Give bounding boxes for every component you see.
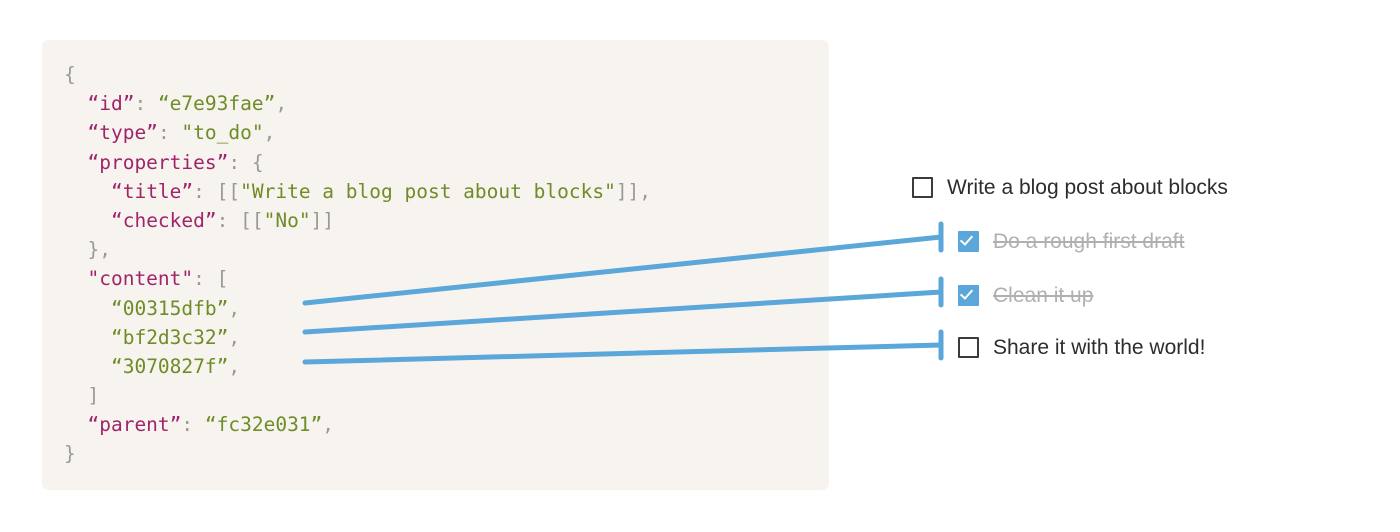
- code-token-key: “type”: [87, 121, 158, 145]
- code-token-punct: : [[: [193, 179, 241, 203]
- code-token-punct: },: [87, 238, 111, 262]
- todo-item[interactable]: Share it with the world!: [958, 332, 1205, 362]
- todo-item[interactable]: Write a blog post about blocks: [912, 172, 1228, 202]
- code-token-key: “properties”: [87, 150, 229, 174]
- checkbox-checked-icon[interactable]: [958, 230, 979, 252]
- code-token-key: “parent”: [87, 413, 182, 437]
- code-token-punct: : {: [228, 150, 264, 174]
- code-token-string: “e7e93fae”: [157, 92, 276, 116]
- code-token-string: "to_do": [181, 121, 264, 145]
- code-token-string: “00315dfb”: [110, 296, 229, 320]
- code-line: “bf2d3c32”,: [64, 323, 651, 352]
- code-token-string: "No": [263, 208, 311, 232]
- code-token-string: "Write a blog post about blocks": [240, 179, 616, 203]
- code-token-punct: :: [157, 121, 182, 145]
- code-token-punct: ,: [228, 325, 241, 349]
- code-token-punct: ,: [263, 121, 276, 145]
- todo-item[interactable]: Do a rough first draft: [958, 226, 1184, 256]
- code-token-key: "content": [87, 267, 194, 291]
- checkmark-icon: [959, 285, 973, 300]
- todo-item-label: Do a rough first draft: [993, 229, 1185, 253]
- code-token-string: “bf2d3c32”: [110, 325, 229, 349]
- code-token-key: “title”: [110, 179, 194, 203]
- code-token-punct: ,: [228, 296, 241, 320]
- code-token-key: “id”: [87, 92, 135, 116]
- code-line: “type”: "to_do",: [64, 118, 651, 147]
- code-token-punct: ,: [322, 413, 335, 437]
- code-line: “parent”: “fc32e031”,: [64, 410, 651, 439]
- code-token-punct: ]],: [615, 179, 652, 203]
- checkmark-icon: [959, 231, 973, 246]
- code-line: {: [64, 60, 651, 89]
- checkbox-checked-icon[interactable]: [958, 284, 979, 306]
- code-token-punct: :: [134, 92, 158, 116]
- code-token-punct: ,: [228, 354, 241, 378]
- code-line: }: [64, 439, 651, 468]
- code-token-punct: }: [64, 442, 76, 466]
- code-token-key: “checked”: [110, 208, 217, 232]
- code-token-punct: ]]: [310, 208, 335, 232]
- todo-item[interactable]: Clean it up: [958, 280, 1093, 310]
- code-token-punct: : [: [193, 267, 229, 291]
- code-line: ]: [64, 381, 651, 410]
- code-line: “00315dfb”,: [64, 294, 651, 323]
- code-token-string: “fc32e031”: [204, 413, 323, 437]
- code-line: “id”: “e7e93fae”,: [64, 89, 651, 118]
- code-token-string: “3070827f”: [110, 354, 229, 378]
- code-line: "content": [: [64, 264, 651, 293]
- json-code-panel: { “id”: “e7e93fae”, “type”: "to_do", “pr…: [42, 40, 829, 490]
- checkbox-unchecked-icon[interactable]: [912, 176, 933, 198]
- code-line: “title”: [["Write a blog post about bloc…: [64, 177, 651, 206]
- code-line: },: [64, 235, 651, 264]
- code-token-punct: ,: [275, 92, 288, 116]
- checkbox-unchecked-icon[interactable]: [958, 336, 979, 358]
- code-line: “3070827f”,: [64, 352, 651, 381]
- json-code-block: { “id”: “e7e93fae”, “type”: "to_do", “pr…: [64, 60, 651, 469]
- todo-item-label: Write a blog post about blocks: [947, 175, 1228, 199]
- todo-item-label: Clean it up: [993, 283, 1094, 307]
- todo-item-label: Share it with the world!: [993, 335, 1206, 359]
- code-token-punct: ]: [87, 384, 100, 408]
- code-token-punct: : [[: [216, 208, 264, 232]
- code-token-punct: :: [181, 413, 205, 437]
- code-token-punct: {: [64, 63, 76, 86]
- code-line: “properties”: {: [64, 148, 651, 177]
- code-line: “checked”: [["No"]]: [64, 206, 651, 235]
